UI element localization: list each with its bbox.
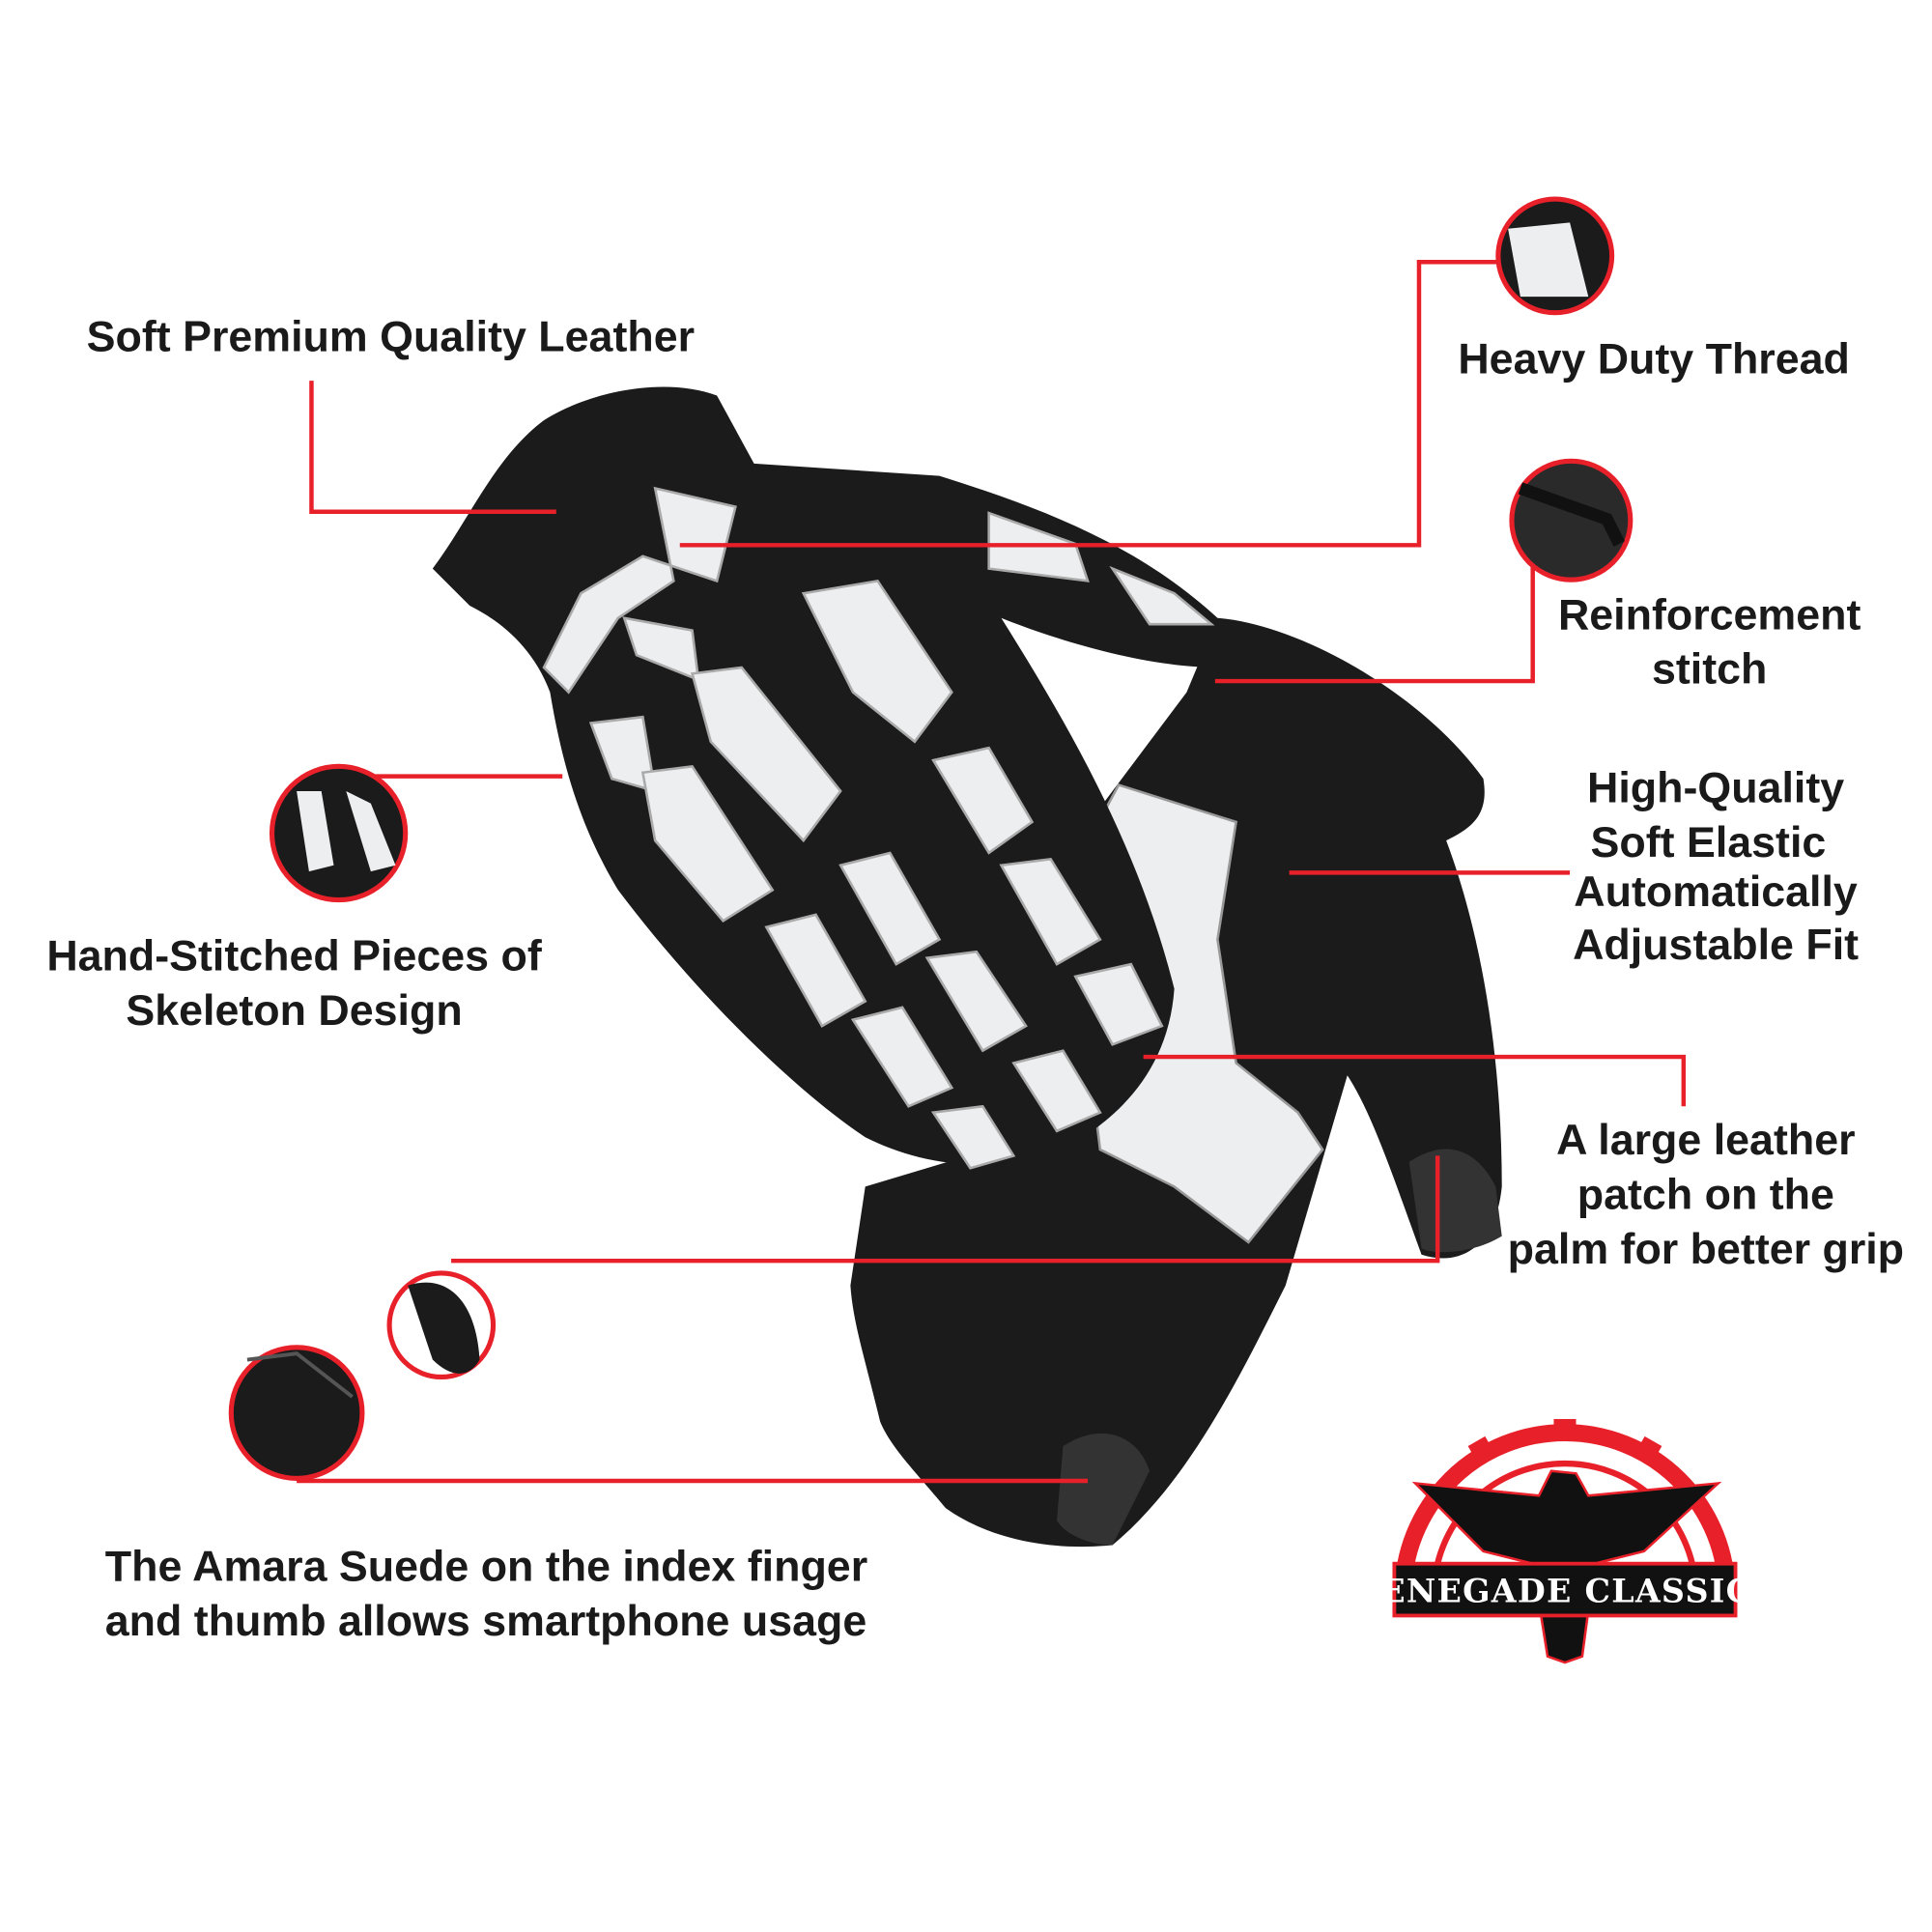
renegade-classics-logo: RENEGADE CLASSICS bbox=[1352, 1418, 1776, 1664]
label-patch-2: patch on the bbox=[1577, 1170, 1834, 1218]
label-elastic-1: High-Quality bbox=[1587, 763, 1844, 811]
label-suede-1: The Amara Suede on the index finger bbox=[105, 1543, 867, 1591]
callout-line-reinforcement bbox=[1214, 562, 1535, 684]
detail-circle-thumb-tip bbox=[228, 1345, 365, 1481]
detail-circle-thread bbox=[1495, 196, 1615, 316]
skeleton-bones bbox=[542, 486, 1215, 1170]
callout-line-index bbox=[451, 1155, 1440, 1264]
label-leather: Soft Premium Quality Leather bbox=[87, 312, 695, 360]
index-fingertip-suede bbox=[1408, 1149, 1502, 1253]
logo-text: RENEGADE CLASSICS bbox=[1352, 1572, 1776, 1609]
detail-circle-index-tip bbox=[386, 1270, 497, 1380]
glove-illustration bbox=[432, 386, 1502, 1548]
label-suede-2: and thumb allows smartphone usage bbox=[105, 1597, 867, 1645]
label-thread: Heavy Duty Thread bbox=[1458, 334, 1850, 383]
detail-circle-skeleton bbox=[269, 763, 409, 903]
detail-circle-reinforcement bbox=[1509, 458, 1634, 582]
callout-line-thread bbox=[679, 260, 1498, 548]
callout-lines bbox=[297, 260, 1687, 1484]
callout-line-leather bbox=[309, 381, 556, 514]
label-reinforcement-1: Reinforcement bbox=[1558, 590, 1861, 639]
label-patch-1: A large leather bbox=[1556, 1116, 1855, 1164]
label-patch-3: palm for better grip bbox=[1508, 1225, 1904, 1273]
label-elastic-2: Soft Elastic bbox=[1591, 818, 1827, 867]
label-skeleton-2: Skeleton Design bbox=[126, 986, 462, 1035]
label-elastic-3: Automatically bbox=[1574, 867, 1858, 916]
thumb-tip-suede bbox=[1057, 1433, 1151, 1546]
callout-line-patch bbox=[1143, 1054, 1687, 1107]
label-reinforcement-2: stitch bbox=[1652, 645, 1767, 694]
label-skeleton-1: Hand-Stitched Pieces of bbox=[46, 931, 542, 980]
label-elastic-4: Adjustable Fit bbox=[1573, 921, 1859, 969]
